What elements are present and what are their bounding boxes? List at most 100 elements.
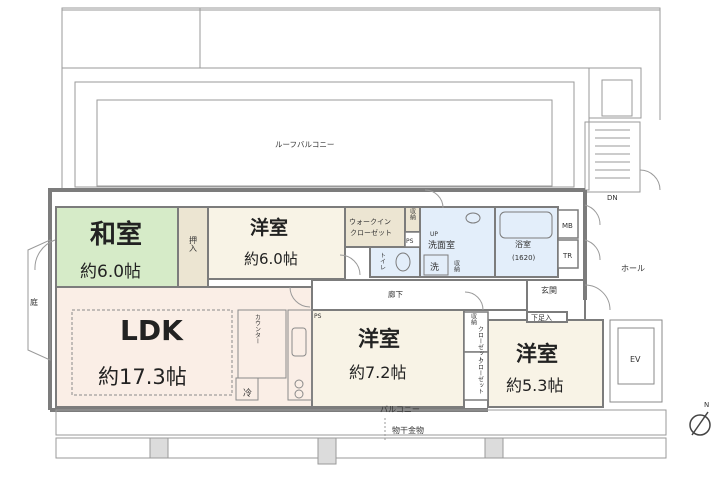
garden-label: 庭 [30,297,38,307]
shuno-label: 収納 [409,208,416,221]
stair-block-inner [601,79,633,117]
context-lines [61,7,661,191]
garden [27,239,51,361]
compass-n-label: N [704,401,709,409]
washitsu-name: 和室 [90,219,142,250]
roof-balcony-inner [74,81,575,188]
walkin-label-2: クローゼット [350,228,392,237]
mb-label: MB [562,222,573,230]
counter-label: カウンター [254,314,261,344]
youshitsu1-name: 洋室 [250,216,288,239]
stairwell [584,121,641,193]
ev-outline [609,319,663,403]
wash-basin [465,212,481,224]
door-entrance [584,284,611,311]
bathtub [499,211,553,239]
balcony-pillar-1 [149,437,169,459]
top-edge-line [61,7,661,11]
monohoshi-label: 物干金物 [392,425,424,435]
garden-outline [27,239,51,361]
youshitsu2-area: 約7.2帖 [349,363,406,382]
sink [291,327,307,357]
door-ldk [289,286,311,308]
shoe-storage-box [526,311,568,323]
oshiire-label: 押入 [189,235,198,252]
ps2-label: PS [314,313,322,320]
youshitsu2-fill [311,309,465,408]
bath-fill [494,206,559,278]
door-mb [584,204,601,226]
door-youshitsu3 [464,291,484,311]
room-fills [55,206,604,408]
washitsu-area: 約6.0帖 [80,262,141,282]
ev-label: EV [630,355,641,364]
corridor [311,279,586,323]
balcony-pillar-2 [317,437,337,465]
kitchen-counter [287,309,313,401]
door-roof [424,189,444,209]
washroom-label: 洗面室 [428,239,455,251]
hall-label: ホール [621,264,645,273]
up-label: UP [430,231,438,238]
kitchen [71,309,313,401]
washroom-fill [419,206,496,278]
closet-a-label: クローゼット [477,326,484,362]
toilet-bowl [395,252,411,272]
wet-fixtures [395,211,553,276]
ldk-area: 約17.3帖 [98,365,187,389]
stair-block [588,67,642,119]
youshitsu2-name: 洋室 [358,327,400,351]
door-tr [584,239,601,261]
youshitsu3-fill [487,319,604,408]
walkin-fill [344,206,406,248]
elevator [609,319,663,403]
closet-a-box [463,311,489,353]
stair-door-swing [639,169,661,191]
corridor-outline [311,279,528,311]
wash-label: 洗 [430,261,439,273]
washing-machine [423,254,449,276]
youshitsu1-fill [207,206,346,280]
closet-b-box [463,351,489,401]
stairs [584,121,661,193]
shuno-c-label: 収納 [470,313,477,326]
compass-icon [689,411,711,436]
door-youshitsu1 [339,254,361,276]
ldk-fill [55,286,313,408]
roof-balcony-outline [61,67,590,191]
walkin-label-1: ウォークイン [349,218,391,226]
balcony [55,409,667,465]
mb-box [557,209,579,239]
ps-box [404,231,421,248]
toilet-fill [369,246,421,278]
entrance-label: 玄関 [541,285,557,295]
bath-size-label: (1620) [512,254,536,262]
stove-burner-1 [294,379,304,389]
ldk-name: LDK [120,314,184,347]
fridge-label: 冷 [243,387,252,399]
balcony-pillar-3 [484,437,504,459]
bath-label: 浴室 [515,239,531,249]
tr-label: TR [562,252,572,260]
ldk-ceiling-outline [71,309,233,396]
counter-area [237,309,287,379]
ps-label: PS [406,238,414,245]
roof-balcony-deck [96,99,553,187]
closet-b-label: クローゼット [477,358,484,394]
utility-boxes [404,209,579,401]
tr-box [557,239,579,269]
youshitsu3-area: 約5.3帖 [506,376,563,395]
balcony-label: バルコニー [380,405,420,414]
stove-burner-2 [294,389,304,399]
doors [34,189,611,311]
roof-balcony-label: ルーフバルコニー [275,140,334,149]
corridor-label: 廊下 [388,289,403,299]
youshitsu3-name: 洋室 [516,342,558,366]
ev-car [617,327,655,385]
youshitsu1-area: 約6.0帖 [244,250,298,268]
shoe-storage-label: 下足入 [531,314,552,322]
washitsu-fill [55,206,179,288]
shuno-b-label: 収納 [453,260,460,273]
balcony-outline [55,409,667,436]
